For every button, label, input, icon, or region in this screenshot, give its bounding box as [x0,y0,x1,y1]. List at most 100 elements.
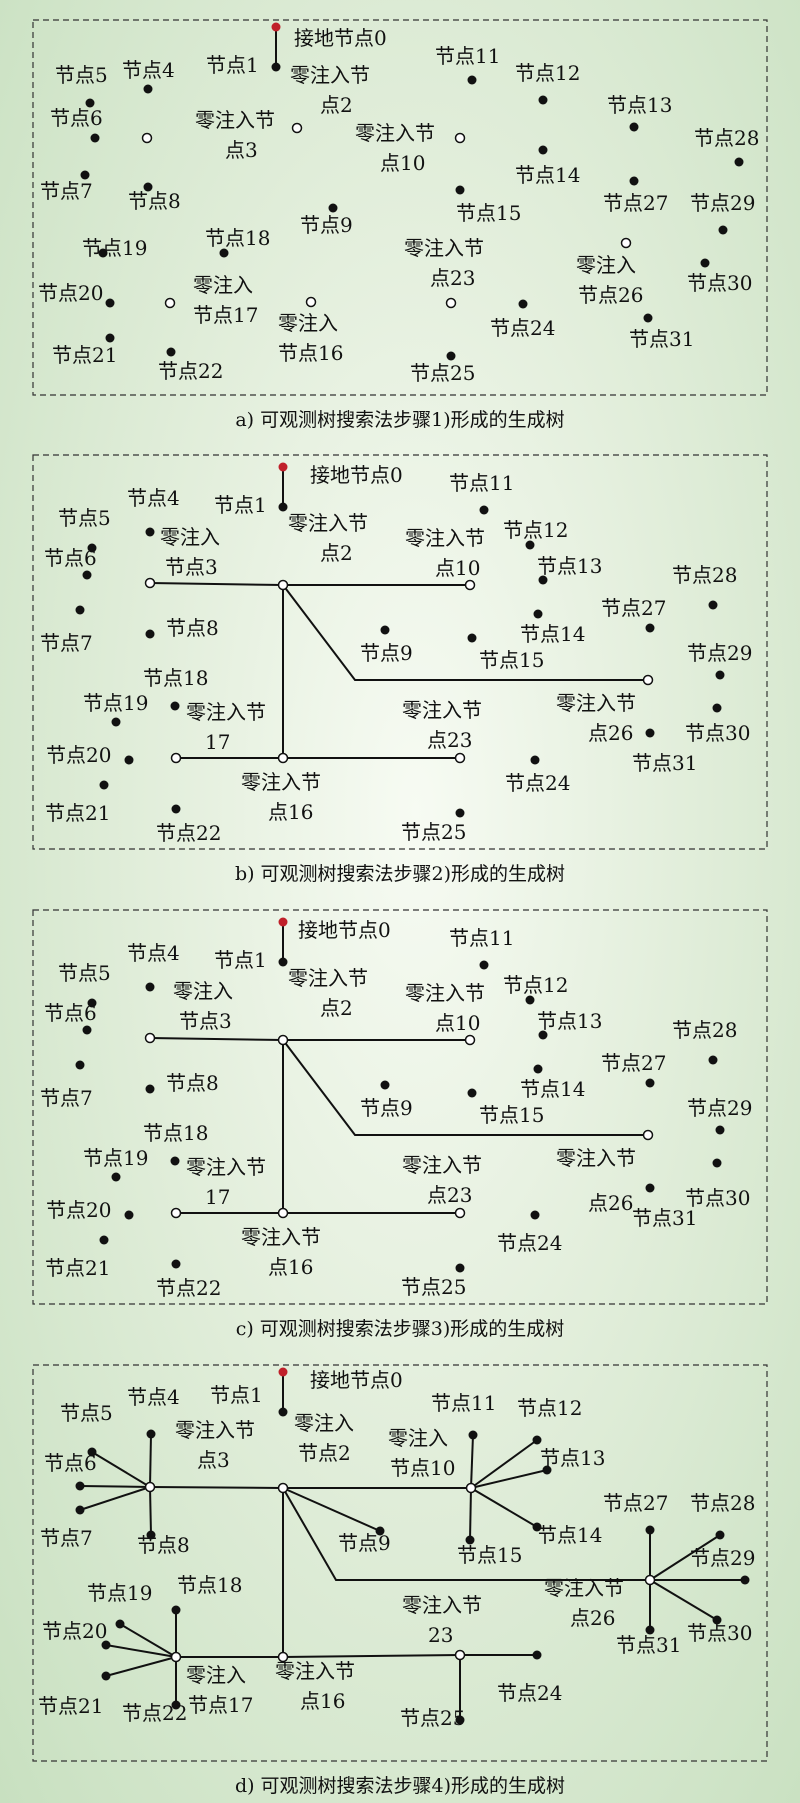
node-11 [479,505,489,515]
node-label-25: 节点25 [401,1275,466,1299]
node-9 [375,1526,385,1536]
node-label-11: 节点11 [449,471,514,495]
node-4 [143,84,153,94]
node-label-16: 零注入节 [241,1225,321,1249]
tree-edge [149,1486,284,1489]
node-label-26: 点26 [588,1191,633,1215]
node-label-17: 零注入 [193,273,253,297]
tree-edge [79,1485,151,1488]
node-label-2: 节点2 [298,1441,351,1465]
node-label-16: 节点16 [278,341,343,365]
tree-edge [149,1037,284,1041]
node-15 [455,185,465,195]
node-4 [145,982,155,992]
node-label-23: 零注入节 [402,698,482,722]
node-label-16: 零注入节 [275,1659,355,1683]
node-label-19: 节点19 [83,691,148,715]
node-label-2: 点2 [320,541,353,565]
node-label-16: 零注入 [278,311,338,335]
node-22 [171,804,181,814]
node-12 [525,540,535,550]
node-label-3: 节点3 [165,555,218,579]
node-label-0: 接地节点0 [298,918,391,942]
node-12 [538,95,548,105]
node-15 [465,1535,475,1545]
node-label-3: 零注入节 [195,108,275,132]
zero-injection-node-3 [141,132,153,144]
zero-injection-node-26 [642,1129,654,1141]
node-label-7: 节点7 [40,1086,93,1110]
zero-injection-node-16 [277,752,289,764]
zero-injection-node-16 [277,1207,289,1219]
node-15 [467,1088,477,1098]
node-label-13: 节点13 [540,1446,605,1470]
node-24 [530,1210,540,1220]
tree-branch [282,1039,648,1136]
node-label-26: 零注入节 [556,691,636,715]
node-1 [278,957,288,967]
node-13 [538,1030,548,1040]
node-5 [87,543,97,553]
node-label-31: 节点31 [632,751,697,775]
node-label-0: 接地节点0 [294,26,387,50]
node-label-18: 节点18 [143,1121,208,1145]
node-label-4: 节点4 [122,58,175,82]
node-label-10: 点10 [380,151,425,175]
node-label-30: 节点30 [687,1621,752,1645]
node-label-13: 节点13 [537,1009,602,1033]
node-5 [87,1447,97,1457]
node-18 [219,248,229,258]
node-label-6: 节点6 [44,1451,97,1475]
node-label-26: 零注入节 [544,1576,624,1600]
ground-node [271,22,281,32]
node-label-6: 节点6 [50,106,103,130]
node-label-28: 节点28 [672,1018,737,1042]
node-label-20: 节点20 [42,1619,107,1643]
node-label-4: 节点4 [127,941,180,965]
node-14 [533,609,543,619]
zero-injection-node-10 [464,1034,476,1046]
node-label-23: 零注入节 [402,1153,482,1177]
node-label-7: 节点7 [40,179,93,203]
node-label-25: 节点25 [400,1706,465,1730]
node-label-30: 节点30 [687,271,752,295]
node-label-20: 节点20 [38,281,103,305]
node-label-23: 零注入节 [404,236,484,260]
node-label-26: 零注入 [576,253,636,277]
node-label-2: 零注入节 [290,63,370,87]
tree-edge [282,1654,461,1658]
node-label-23: 点23 [430,266,475,290]
node-label-3: 零注入 [160,525,220,549]
node-label-23: 零注入节 [402,1593,482,1617]
node-14 [533,1064,543,1074]
node-label-24: 节点24 [490,316,555,340]
zero-injection-node-26 [620,237,632,249]
node-label-1: 节点1 [214,493,267,517]
node-label-2: 零注入节 [288,966,368,990]
node-label-8: 节点8 [166,616,219,640]
node-13 [629,122,639,132]
node-label-20: 节点20 [46,1198,111,1222]
node-label-8: 节点8 [166,1071,219,1095]
node-1 [278,502,288,512]
node-8 [145,629,155,639]
zero-injection-node-3 [144,1481,156,1493]
zero-injection-node-23 [454,1207,466,1219]
panel-caption: a) 可观测树搜索法步骤1)形成的生成树 [235,409,564,431]
node-label-16: 零注入节 [241,770,321,794]
node-label-10: 点10 [435,556,480,580]
node-9 [380,625,390,635]
node-label-7: 节点7 [40,1526,93,1550]
node-30 [712,703,722,713]
node-12 [525,995,535,1005]
panel-frame [32,19,768,396]
node-label-20: 节点20 [46,743,111,767]
node-31 [645,1183,655,1193]
zero-injection-node-23 [454,1649,466,1661]
node-label-11: 节点11 [431,1391,496,1415]
node-label-8: 节点8 [128,189,181,213]
node-12 [532,1435,542,1445]
panel-caption: d) 可观测树搜索法步骤4)形成的生成树 [235,1775,565,1797]
panel-frame [32,454,768,850]
